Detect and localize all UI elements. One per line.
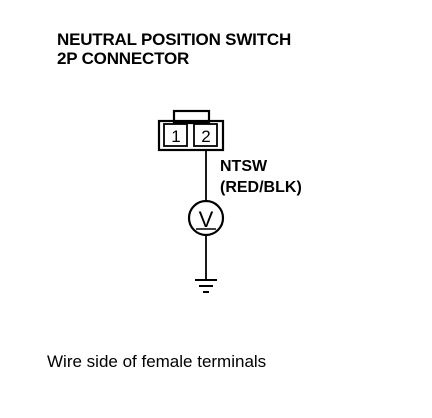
diagram-caption: Wire side of female terminals [47,352,267,371]
connector-body [157,119,225,152]
connector-pin-1-cavity [163,123,188,147]
connector-latch [172,109,211,125]
connector-pin-1-label: 1 [171,127,180,146]
voltmeter-icon: V [187,199,225,237]
connector-pin-2-cavity [193,123,218,147]
wire-color-label: (RED/BLK) [220,179,302,196]
connector-2p: 1 2 [157,109,225,152]
connector-pin-2-label: 2 [201,127,210,146]
wire-signal-label: NTSW [220,158,268,175]
diagram-title-line-1: NEUTRAL POSITION SWITCH [57,30,292,49]
voltmeter-symbol: V [199,207,214,232]
ground-icon [195,279,217,293]
diagram-title-line-2: 2P CONNECTOR [57,49,190,68]
